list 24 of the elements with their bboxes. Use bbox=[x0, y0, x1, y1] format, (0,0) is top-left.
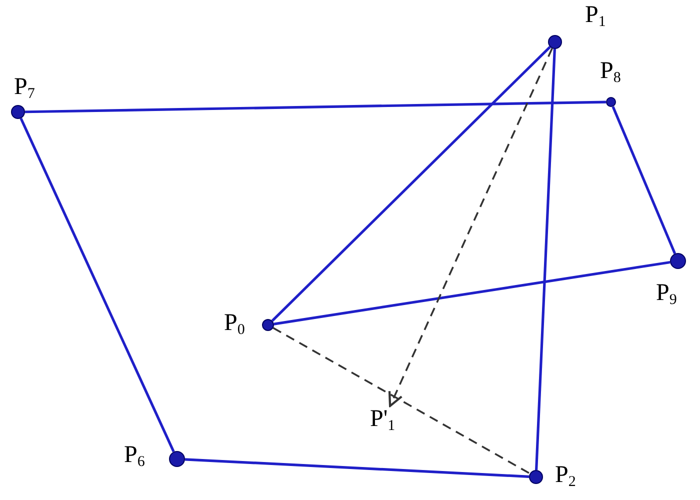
point-marker bbox=[11, 105, 25, 119]
line-segment bbox=[20, 118, 175, 452]
line-segment bbox=[535, 48, 556, 470]
point-marker bbox=[670, 253, 686, 269]
point-label: P$_{8}$ bbox=[600, 58, 621, 88]
line-segment bbox=[24, 100, 606, 114]
point-label: P$_{9}$ bbox=[656, 280, 677, 310]
point-label: P$_{1}$ bbox=[585, 2, 606, 32]
point-label: P$_{6}$ bbox=[124, 442, 145, 472]
line-segment bbox=[271, 46, 551, 322]
point-marker bbox=[262, 319, 274, 331]
point-marker bbox=[548, 35, 562, 49]
point-label: P$_{0}$ bbox=[224, 310, 245, 340]
line-segment bbox=[274, 260, 670, 326]
point-marker bbox=[529, 470, 543, 484]
point-label: P'$_{1}$ bbox=[370, 406, 396, 439]
point-marker bbox=[169, 451, 185, 467]
point-label: P$_{2}$ bbox=[555, 462, 576, 492]
point-marker bbox=[606, 97, 616, 107]
dashed-line bbox=[272, 327, 530, 474]
arrow bbox=[388, 48, 553, 408]
line-segment bbox=[184, 458, 530, 478]
point-label: P$_{7}$ bbox=[14, 74, 35, 104]
line-segment bbox=[612, 106, 676, 254]
